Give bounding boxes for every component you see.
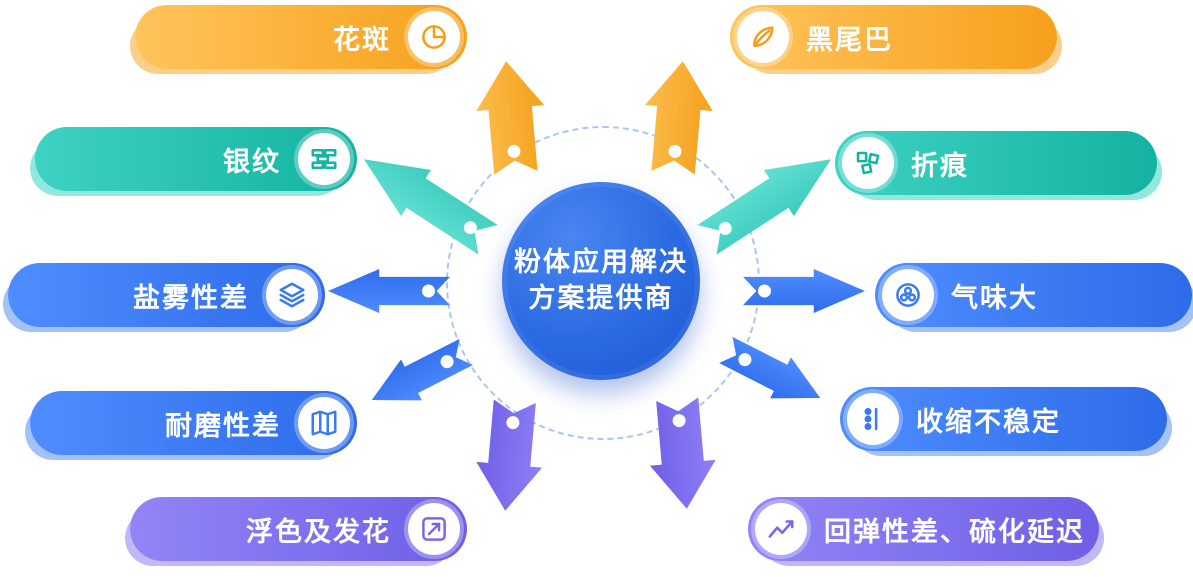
node-yinwen: 银纹: [35, 127, 357, 191]
arrow-dot: [507, 144, 521, 158]
bubbles-icon: [882, 269, 934, 321]
node-label: 黑尾巴: [806, 24, 893, 56]
node-label: 盐雾性差: [133, 282, 249, 314]
arrow-dot: [758, 284, 771, 298]
arrow-to-qiwei: [743, 269, 865, 313]
node-qiwei: 气味大: [875, 263, 1192, 327]
node-label: 回弹性差、硫化延迟: [824, 516, 1085, 548]
branch-dots-icon: [847, 393, 899, 445]
node-fuse: 浮色及发花: [130, 497, 467, 561]
arrow-dot: [506, 416, 520, 430]
puzzle-pieces-icon: [842, 137, 894, 189]
node-label: 折痕: [911, 150, 969, 182]
hub-title-line1: 粉体应用解决: [514, 246, 688, 278]
node-label: 耐磨性差: [165, 410, 281, 442]
arrow-dot: [422, 285, 435, 298]
arrow-to-yanwu: [328, 269, 450, 313]
hub-title-line2: 方案提供商: [528, 283, 674, 314]
arrow-dot: [736, 351, 753, 368]
line-chart-icon: [755, 503, 807, 555]
node-label: 银纹: [223, 146, 281, 178]
layers-icon: [266, 269, 318, 321]
node-zhehen: 折痕: [835, 131, 1157, 195]
node-yanwu: 盐雾性差: [8, 263, 325, 327]
arrow-dot: [668, 144, 682, 158]
brick-wall-icon: [298, 133, 350, 185]
node-huitan: 回弹性差、硫化延迟: [748, 497, 1099, 561]
leaf-icon: [737, 11, 789, 63]
node-label: 气味大: [951, 282, 1038, 314]
trend-arrow-box-icon: [408, 503, 460, 555]
node-label: 花斑: [333, 24, 391, 56]
folded-map-icon: [298, 397, 350, 449]
node-naimo: 耐磨性差: [30, 391, 357, 455]
node-heiweiba: 黑尾巴: [730, 5, 1057, 69]
arrow-dot: [672, 414, 686, 428]
node-huaban: 花斑: [135, 5, 467, 69]
node-shousuo: 收缩不稳定: [840, 387, 1167, 451]
node-label: 收缩不稳定: [916, 406, 1061, 438]
hub-circle: 粉体应用解决 方案提供商: [502, 182, 700, 380]
node-label: 浮色及发花: [246, 516, 391, 548]
pie-chart-icon: [408, 11, 460, 63]
arrow-dot: [438, 353, 455, 370]
